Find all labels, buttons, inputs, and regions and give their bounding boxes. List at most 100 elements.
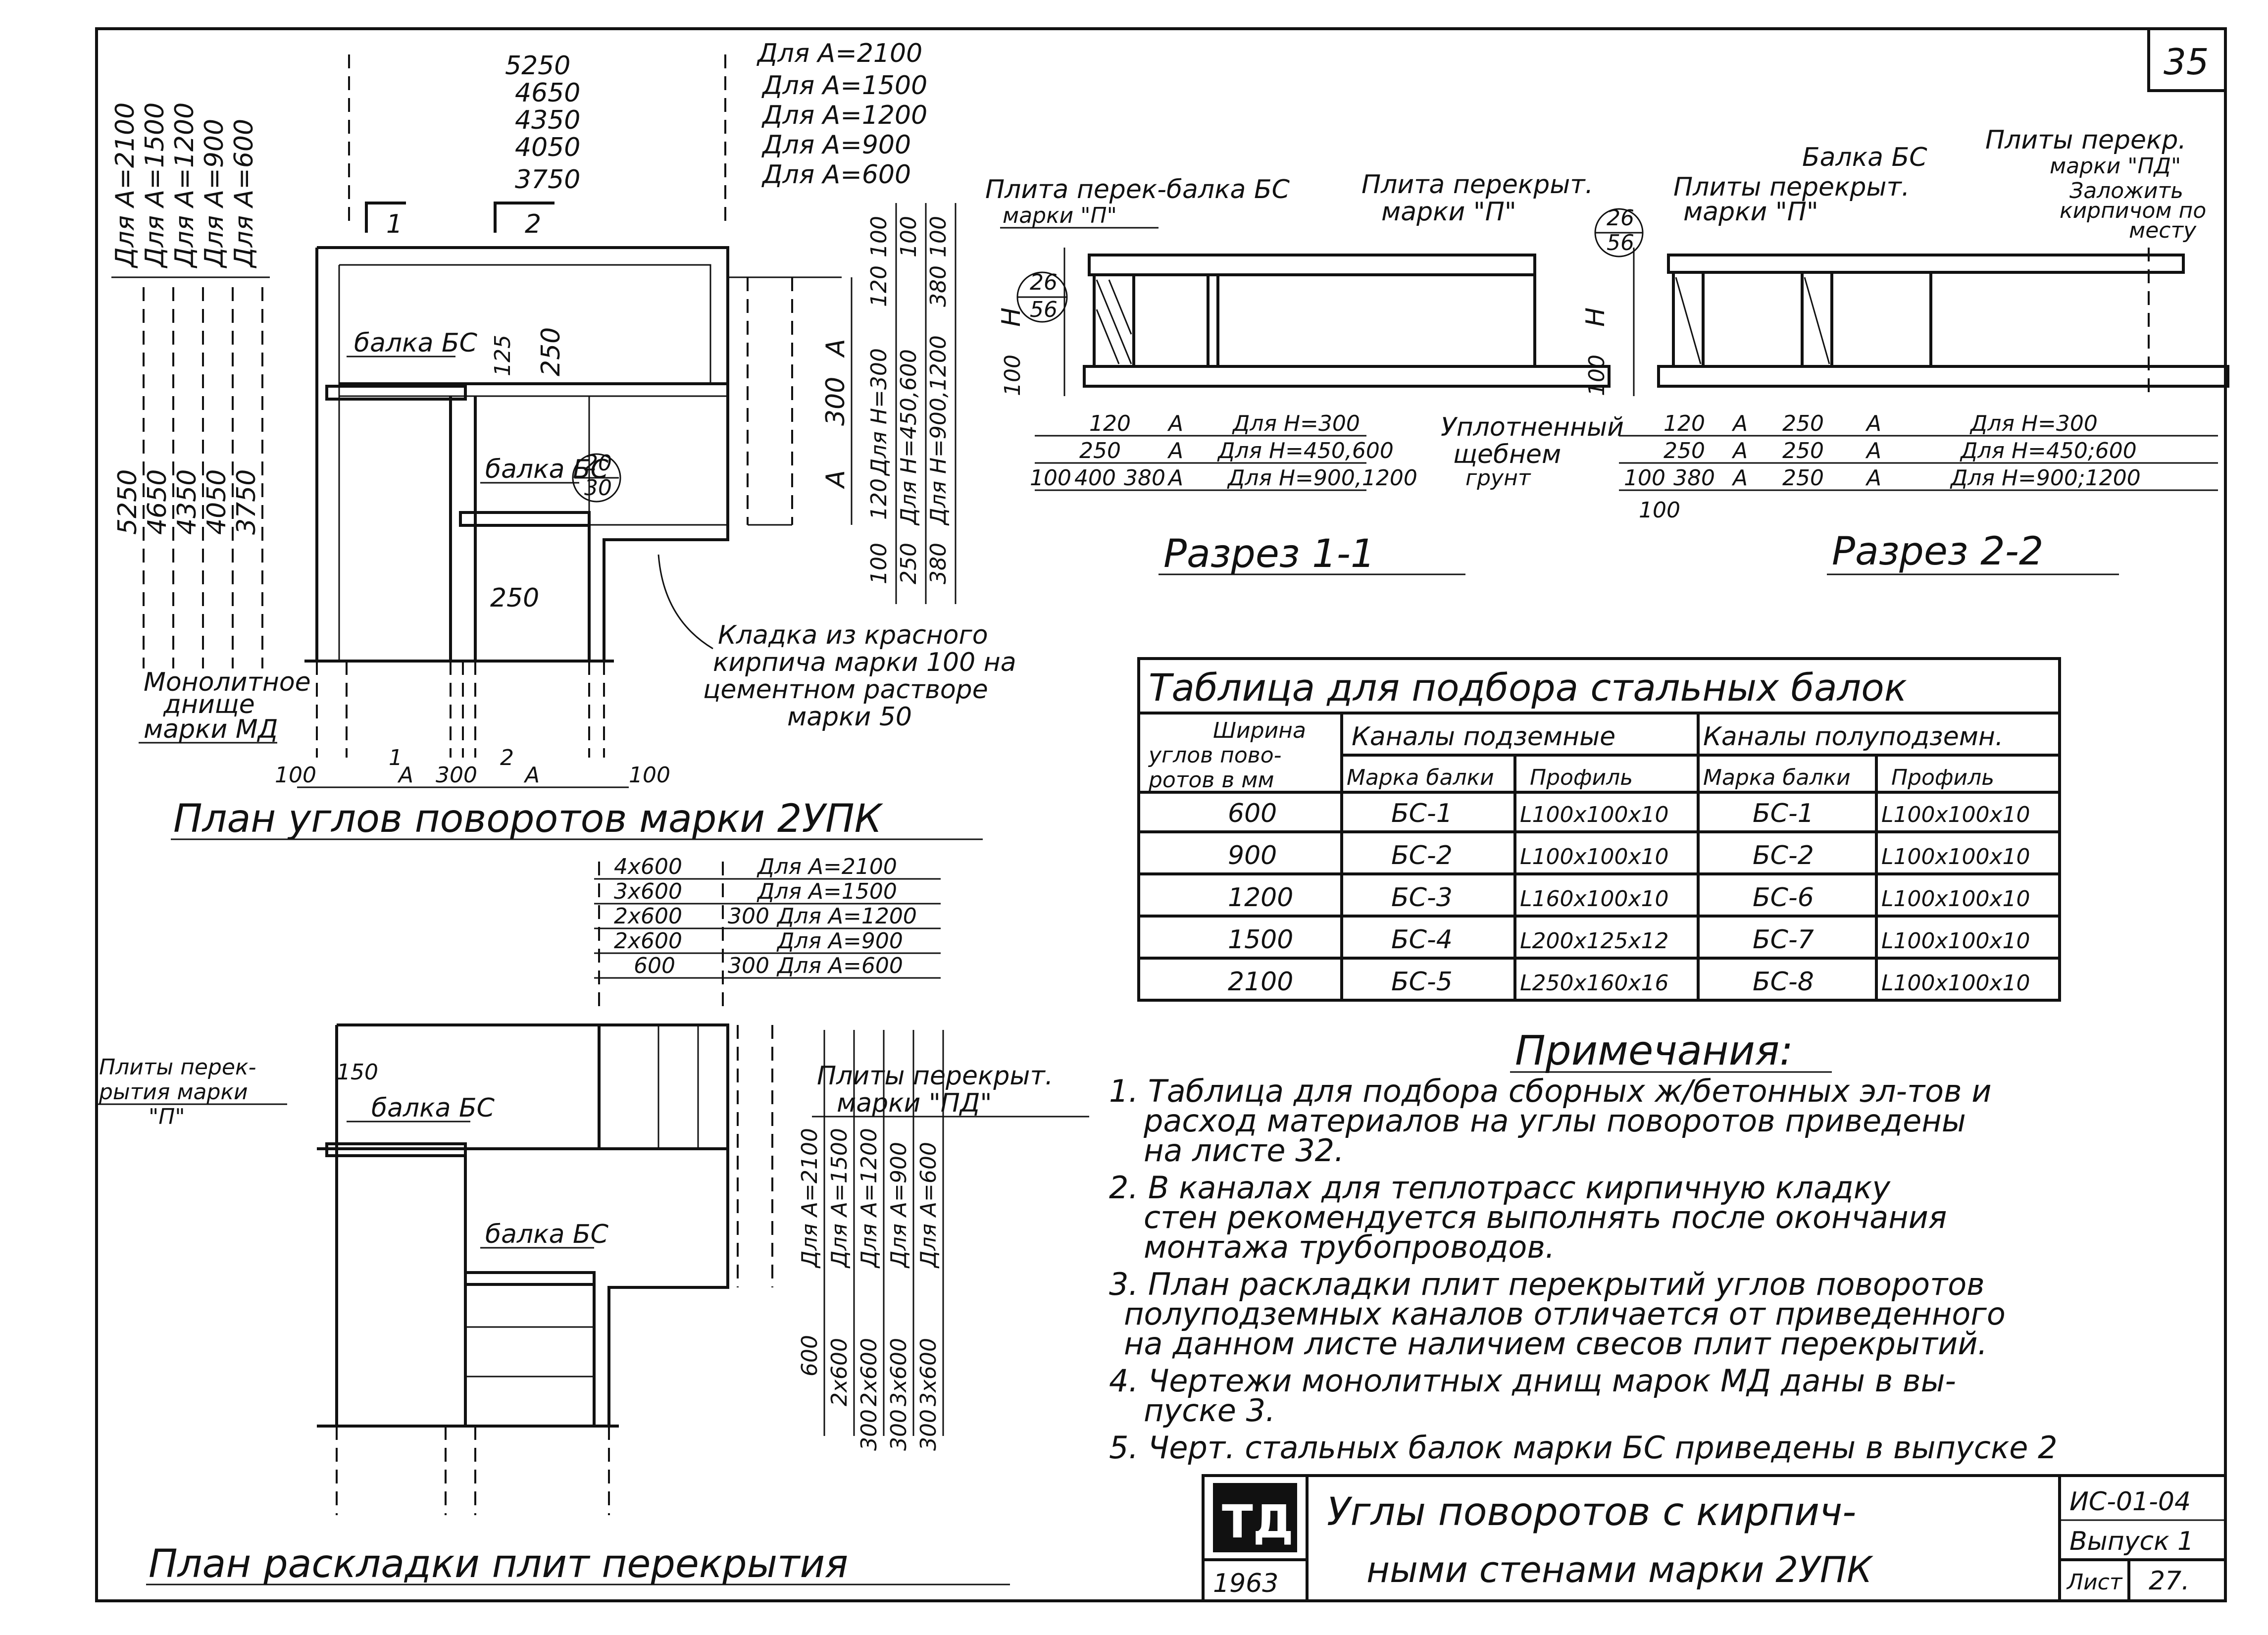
section2-rows: 120 А 250 А Для Н=300 250 А 250 А Для Н=… bbox=[1619, 411, 2218, 491]
section2-label-brick-2: месту bbox=[2129, 218, 2197, 243]
table-group-semi: Каналы полуподземн. bbox=[1703, 722, 2003, 752]
section2-row1-0: 250 bbox=[1663, 438, 1705, 463]
plan-bottom-top-dim-300-0: 300 bbox=[728, 904, 769, 929]
note-line: на листе 32. bbox=[1144, 1132, 1344, 1169]
table-cell: L100x100x10 bbox=[1881, 886, 2030, 912]
plan-top-bottom-dim-5: А bbox=[523, 763, 540, 788]
plan-top-right-dim-h-10: 380 bbox=[926, 265, 951, 307]
beam-table: Таблица для подбора стальных балок Ширин… bbox=[1137, 657, 2061, 1002]
table-col-profile2: Профиль bbox=[1891, 765, 1994, 790]
stamp-sheet-label: Лист bbox=[2066, 1570, 2123, 1595]
stamp-title-line2: ными стенами марки 2УПК bbox=[1366, 1549, 1873, 1590]
stamp-title-line1: Углы поворотов с кирпич- bbox=[1327, 1490, 1856, 1534]
table-cell: БС-8 bbox=[1753, 967, 1814, 997]
plan-top-right-dim-h-5: 250 bbox=[896, 543, 921, 584]
plan-bottom-left-label-0: Плиты перек- bbox=[99, 1055, 256, 1080]
plan-bottom-top-dim-300-1: 300 bbox=[728, 953, 769, 978]
table-cell: 900 bbox=[1228, 841, 1277, 870]
notes: Примечания: 1. Таблица для подбора сборн… bbox=[1109, 1027, 2058, 1466]
plan-top-dim-250a: 250 bbox=[536, 327, 566, 376]
table-cell: БС-2 bbox=[1391, 841, 1453, 870]
plan-top-right-dim-h-11: 100 bbox=[926, 216, 951, 257]
table-col-width-1: углов пово- bbox=[1148, 743, 1282, 768]
table-cell: L100x100x10 bbox=[1881, 802, 2030, 827]
plan-top-title: План углов поворотов марки 2УПК bbox=[173, 797, 884, 841]
cut-mark-1: 1 bbox=[386, 209, 403, 239]
plan-bottom-beam-label-2: балка БС bbox=[485, 1220, 609, 1249]
section2-dim-h: Н bbox=[1581, 307, 1611, 327]
plan-bottom-top-dim-2: 2x600 bbox=[614, 904, 682, 929]
section1-callout-bottom: 56 bbox=[1030, 297, 1058, 322]
section1-row2-3: А bbox=[1167, 465, 1183, 491]
table-cell: L200x125x12 bbox=[1520, 928, 1669, 954]
plan-top-top-dim-2: 4350 bbox=[515, 105, 580, 135]
plan-bottom-left-label-2: "П" bbox=[149, 1104, 185, 1129]
section2-row2-3: 250 bbox=[1782, 465, 1824, 491]
section1-row1-2: Для Н=450,600 bbox=[1217, 438, 1394, 463]
section2-label-brick-1: кирпичом по bbox=[2060, 198, 2206, 223]
plan-top-slab-label-0: Монолитное bbox=[144, 667, 311, 697]
plan-bottom-top-dims-right-3: Для А=900 bbox=[776, 928, 903, 954]
table-row: 2100 БС-5 L250x160x16 БС-8 L100x100x10 bbox=[1228, 967, 2030, 997]
note-line: 5. Черт. стальных балок марки БС приведе… bbox=[1109, 1430, 2058, 1466]
plan-top-callout-circle bbox=[572, 453, 621, 503]
section1-row0-1: А bbox=[1167, 411, 1183, 436]
section2-callout-top: 26 bbox=[1607, 205, 1634, 231]
section2-row2-5: Для Н=900;1200 bbox=[1950, 465, 2141, 491]
plan-bottom-right-label-1: марки "ПД" bbox=[837, 1088, 992, 1118]
masonry-note-3: марки 50 bbox=[787, 702, 912, 732]
plan-bottom-top-dim-4: 600 bbox=[634, 953, 675, 978]
table-cell: БС-5 bbox=[1391, 967, 1453, 997]
plan-top-left-dim-a-4: Для А=600 bbox=[229, 119, 259, 268]
plan-top-right-dim-h-4: 100 bbox=[866, 216, 892, 257]
table-group-underground: Каналы подземные bbox=[1352, 722, 1615, 752]
plan-bottom-top-dims-right-1: Для А=1500 bbox=[756, 879, 897, 904]
stamp-logo: ТД bbox=[1222, 1495, 1294, 1548]
table-cell: L100x100x10 bbox=[1520, 844, 1669, 869]
section1-label-slab-0: Плита перекрыт. bbox=[1361, 170, 1593, 200]
plan-bottom: 4x600 3x600 2x600 2x600 600 Для А=2100 Д… bbox=[97, 854, 1089, 1586]
section1-row0-2: Для Н=300 bbox=[1232, 411, 1360, 436]
plan-top-beam-label-1: балка БС bbox=[354, 328, 478, 358]
section2-row1-3: А bbox=[1865, 438, 1881, 463]
plan-top-bottom-dim-0: 100 bbox=[275, 763, 316, 788]
note-line: полуподземных каналов отличается от прив… bbox=[1124, 1296, 2006, 1332]
masonry-note-1: кирпича марки 100 на bbox=[713, 648, 1016, 677]
section1-callout-top: 26 bbox=[1030, 270, 1058, 295]
plan-top-left-dims-a: Для А=2100 Для А=1500 Для А=1200 Для А=9… bbox=[110, 102, 259, 268]
plan-top-top-note-1: Для А=1500 bbox=[761, 71, 927, 101]
stamp-code: ИС-01-04 bbox=[2069, 1487, 2191, 1517]
note-line: 2. В каналах для теплотрасс кирпичную кл… bbox=[1109, 1170, 1891, 1206]
section1-ground-note-2: грунт bbox=[1465, 465, 1531, 491]
section1-row0-0: 120 bbox=[1089, 411, 1131, 436]
section2-label-slabs-1: марки "П" bbox=[1683, 197, 1818, 227]
section2-row0-4: Для Н=300 bbox=[1969, 411, 2098, 436]
section2-dim-100: 100 bbox=[1584, 355, 1610, 396]
section-1: Плита перек-балка БС марки "П" Плита пер… bbox=[985, 170, 1624, 576]
section1-label-slab-1: марки "П" bbox=[1381, 197, 1516, 227]
masonry-note-0: Кладка из красного bbox=[718, 620, 988, 650]
plan-top-beam-label-2: балка БС bbox=[485, 455, 609, 484]
plan-bottom-vertical-b-4: 3x600 bbox=[916, 1338, 941, 1406]
plan-top-right-dim-h-9: Для Н=900,1200 bbox=[926, 335, 951, 526]
sheet-frame bbox=[95, 27, 2227, 1602]
table-cell: БС-3 bbox=[1391, 883, 1453, 913]
plan-top-right-dim-a-0: А bbox=[821, 339, 851, 358]
stamp-year: 1963 bbox=[1213, 1569, 1278, 1598]
plan-top-right-dim-a-1: 300 bbox=[821, 377, 851, 426]
plan-bottom-vertical-dims: Для А=2100 Для А=1500 Для А=1200 Для А=9… bbox=[797, 1030, 944, 1451]
plan-top-left-dim-b-2: 4350 bbox=[172, 469, 202, 535]
note-line: 3. План раскладки плит перекрытий углов … bbox=[1109, 1266, 1985, 1302]
plan-top-left-dim-b-0: 5250 bbox=[113, 469, 143, 535]
table-col-mark: Марка балки bbox=[1347, 765, 1494, 790]
plan-top-slab-label-2: марки МД bbox=[144, 715, 278, 744]
plan-bottom-title: План раскладки плит перекрытия bbox=[149, 1542, 848, 1586]
masonry-note: Кладка из красного кирпича марки 100 на … bbox=[657, 554, 1016, 732]
table-cell: L250x160x16 bbox=[1520, 971, 1669, 996]
plan-top-right-dim-h-0: 100 bbox=[866, 543, 892, 584]
table-row: 900 БС-2 L100x100x10 БС-2 L100x100x10 bbox=[1228, 841, 2030, 870]
title-block: ТД 1963 Углы поворотов с кирпич- ными ст… bbox=[1202, 1474, 2227, 1602]
section2-label-beam: Балка БС bbox=[1802, 143, 1927, 172]
table-cell: L100x100x10 bbox=[1881, 844, 2030, 869]
section1-row2-4: Для Н=900,1200 bbox=[1227, 465, 1417, 491]
